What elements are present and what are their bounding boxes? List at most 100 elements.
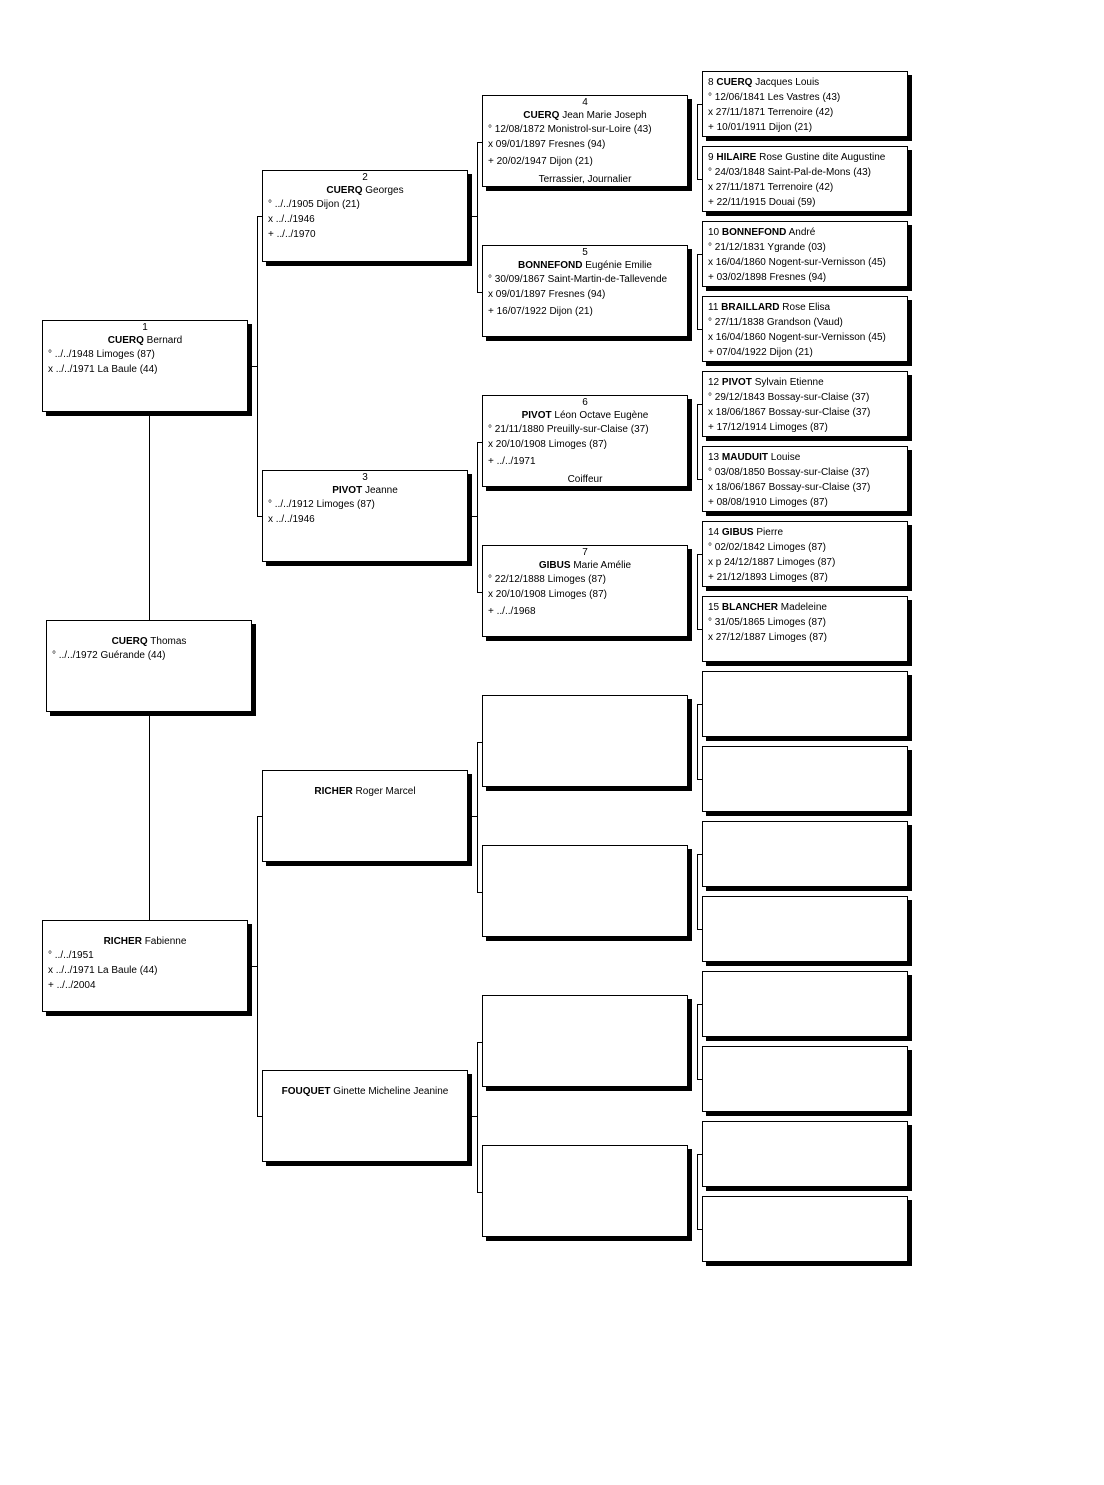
empty-person-box[interactable]	[482, 1145, 688, 1237]
given-name: Eugénie Emilie	[585, 260, 652, 271]
empty-person-box[interactable]	[482, 695, 688, 787]
person-box-14[interactable]: 14 GIBUS Pierre ° 02/02/1842 Limoges (87…	[702, 521, 908, 587]
marriage-event: x 18/06/1867 Bossay-sur-Claise (37)	[708, 482, 871, 493]
marriage-event: x 20/10/1908 Limoges (87)	[488, 589, 607, 600]
birth-event: ° ../../1951	[48, 950, 94, 961]
birth-event: ° 02/02/1842 Limoges (87)	[708, 542, 826, 553]
connector-line	[477, 742, 478, 893]
person-name: CUERQ Thomas	[47, 635, 251, 648]
occupation: Terrassier, Journalier	[538, 174, 632, 185]
empty-person-box[interactable]	[702, 821, 908, 887]
given-name: Jacques Louis	[755, 77, 820, 88]
person-box-8[interactable]: 8 CUERQ Jacques Louis ° 12/06/1841 Les V…	[702, 71, 908, 137]
sosa-number: 11	[708, 302, 719, 313]
birth-event: ° ../../1972 Guérande (44)	[52, 650, 166, 661]
connector-line	[697, 179, 703, 180]
sosa-number: 10	[708, 227, 720, 238]
sosa-number: 13	[708, 452, 720, 463]
person-name: 11 BRAILLARD Rose Elisa	[703, 300, 907, 315]
sosa-number: 3	[362, 472, 368, 483]
marriage-event: x 16/04/1860 Nogent-sur-Vernisson (45)	[708, 332, 886, 343]
connector-line	[248, 966, 258, 967]
given-name: Rose Gustine dite Augustine	[759, 152, 886, 163]
empty-person-box[interactable]	[702, 1196, 908, 1262]
birth-event: ° 03/08/1850 Bossay-sur-Claise (37)	[708, 467, 870, 478]
given-name: Georges	[365, 185, 404, 196]
connector-line	[477, 592, 483, 593]
empty-person-box[interactable]	[702, 671, 908, 737]
marriage-event: x 27/11/1871 Terrenoire (42)	[708, 182, 834, 193]
connector-line	[697, 1229, 703, 1230]
death-event: + 03/02/1898 Fresnes (94)	[708, 272, 827, 283]
surname: PIVOT	[721, 377, 752, 388]
person-box-5[interactable]: 5 BONNEFOND Eugénie Emilie ° 30/09/1867 …	[482, 245, 688, 337]
empty-person-box[interactable]	[702, 1046, 908, 1112]
person-box-12[interactable]: 12 PIVOT Sylvain Etienne ° 29/12/1843 Bo…	[702, 371, 908, 437]
birth-event: ° 12/08/1872 Monistrol-sur-Loire (43)	[488, 124, 652, 135]
connector-line	[149, 412, 150, 620]
surname: BONNEFOND	[721, 227, 787, 238]
person-box-4[interactable]: 4 CUERQ Jean Marie Joseph ° 12/08/1872 M…	[482, 95, 688, 187]
marriage-event: x 27/12/1887 Limoges (87)	[708, 632, 827, 643]
sosa-number: 4	[582, 97, 588, 108]
person-box-7[interactable]: 7 GIBUS Marie Amélie ° 22/12/1888 Limoge…	[482, 545, 688, 637]
person-box-11[interactable]: 11 BRAILLARD Rose Elisa ° 27/11/1838 Gra…	[702, 296, 908, 362]
empty-person-box[interactable]	[702, 896, 908, 962]
surname: PIVOT	[332, 485, 363, 496]
marriage-event: x 27/11/1871 Terrenoire (42)	[708, 107, 834, 118]
person-box-roger[interactable]: RICHER Roger Marcel	[262, 770, 468, 862]
given-name: Louise	[770, 452, 801, 463]
person-box-15[interactable]: 15 BLANCHER Madeleine ° 31/05/1865 Limog…	[702, 596, 908, 662]
birth-event: ° 21/12/1831 Ygrande (03)	[708, 242, 826, 253]
person-box-10[interactable]: 10 BONNEFOND André ° 21/12/1831 Ygrande …	[702, 221, 908, 287]
person-box-thomas[interactable]: CUERQ Thomas ° ../../1972 Guérande (44)	[46, 620, 252, 712]
empty-person-box[interactable]	[482, 845, 688, 937]
marriage-event: x p 24/12/1887 Limoges (87)	[708, 557, 836, 568]
connector-line	[697, 1004, 703, 1005]
person-name: 9 HILAIRE Rose Gustine dite Augustine	[703, 150, 907, 165]
sosa-number: 2	[362, 172, 368, 183]
person-name: 15 BLANCHER Madeleine	[703, 600, 907, 615]
sosa-number: 15	[708, 602, 720, 613]
person-box-9[interactable]: 9 HILAIRE Rose Gustine dite Augustine ° …	[702, 146, 908, 212]
marriage-event: x 20/10/1908 Limoges (87)	[488, 439, 607, 450]
empty-person-box[interactable]	[482, 995, 688, 1087]
empty-person-box[interactable]	[702, 971, 908, 1037]
connector-line	[257, 516, 263, 517]
person-box-ginette[interactable]: FOUQUET Ginette Micheline Jeanine	[262, 1070, 468, 1162]
person-box-6[interactable]: 6 PIVOT Léon Octave Eugène ° 21/11/1880 …	[482, 395, 688, 487]
sosa-number: 8	[708, 77, 714, 88]
sosa-number: 5	[582, 247, 588, 258]
connector-line	[697, 854, 703, 855]
birth-event: ° 27/11/1838 Grandson (Vaud)	[708, 317, 843, 328]
death-event: + 22/11/1915 Douai (59)	[708, 197, 816, 208]
given-name: Thomas	[150, 636, 187, 647]
person-name: 10 BONNEFOND André	[703, 225, 907, 240]
empty-person-box[interactable]	[702, 746, 908, 812]
given-name: Bernard	[146, 335, 183, 346]
person-box-3[interactable]: 3 PIVOT Jeanne ° ../../1912 Limoges (87)…	[262, 470, 468, 562]
connector-line	[468, 516, 478, 517]
sosa-number: 9	[708, 152, 714, 163]
death-event: + ../../2004	[48, 980, 96, 991]
connector-line	[697, 629, 703, 630]
given-name: André	[788, 227, 816, 238]
person-box-2[interactable]: 2 CUERQ Georges ° ../../1905 Dijon (21) …	[262, 170, 468, 262]
person-box-fabienne[interactable]: RICHER Fabienne ° ../../1951 x ../../197…	[42, 920, 248, 1012]
given-name: Fabienne	[144, 936, 187, 947]
empty-person-box[interactable]	[702, 1121, 908, 1187]
connector-line	[697, 1154, 703, 1155]
death-event: + ../../1970	[268, 229, 316, 240]
connector-line	[697, 779, 703, 780]
connector-line	[149, 712, 150, 920]
death-event: + 20/02/1947 Dijon (21)	[488, 156, 593, 167]
connector-line	[257, 1116, 263, 1117]
surname: CUERQ	[523, 110, 560, 121]
sosa-number: 7	[582, 547, 588, 558]
surname: BONNEFOND	[518, 260, 583, 271]
person-name: 8 CUERQ Jacques Louis	[703, 75, 907, 90]
connector-line	[468, 1116, 478, 1117]
person-box-1[interactable]: 1 CUERQ Bernard ° ../../1948 Limoges (87…	[42, 320, 248, 412]
person-box-13[interactable]: 13 MAUDUIT Louise ° 03/08/1850 Bossay-su…	[702, 446, 908, 512]
birth-event: ° ../../1905 Dijon (21)	[268, 199, 360, 210]
